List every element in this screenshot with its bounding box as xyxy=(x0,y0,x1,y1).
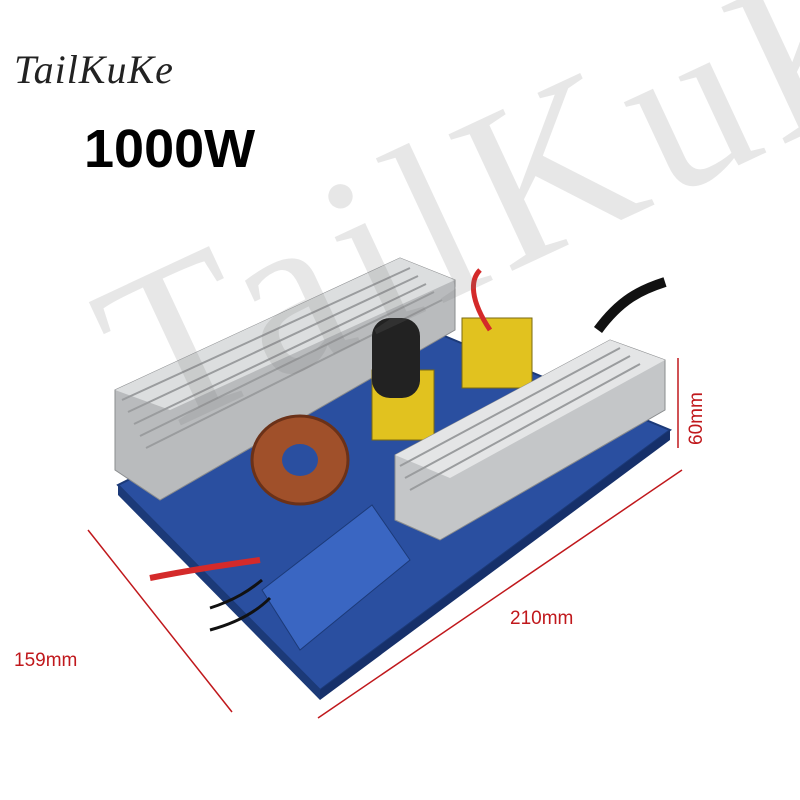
control-board xyxy=(261,504,411,651)
black-wire-1 xyxy=(209,578,263,610)
red-cable-top xyxy=(470,268,493,332)
height-label: 60mm xyxy=(686,392,707,445)
left-heatsink xyxy=(114,257,456,501)
power-rating: 1000W xyxy=(84,119,256,179)
right-heatsink xyxy=(394,339,666,541)
black-cable xyxy=(593,277,667,333)
capacitor xyxy=(372,318,420,398)
black-wire-2 xyxy=(209,596,272,632)
depth-dimension-line xyxy=(87,529,233,713)
pcb-edge-right xyxy=(320,430,670,700)
depth-label: 159mm xyxy=(14,650,78,671)
red-cable-left xyxy=(149,557,261,581)
transformer-right xyxy=(461,317,533,389)
pcb-edge xyxy=(118,485,320,700)
length-label: 210mm xyxy=(510,608,574,629)
length-dimension-line xyxy=(317,469,683,719)
brand-name: TailKuKe xyxy=(14,47,174,92)
